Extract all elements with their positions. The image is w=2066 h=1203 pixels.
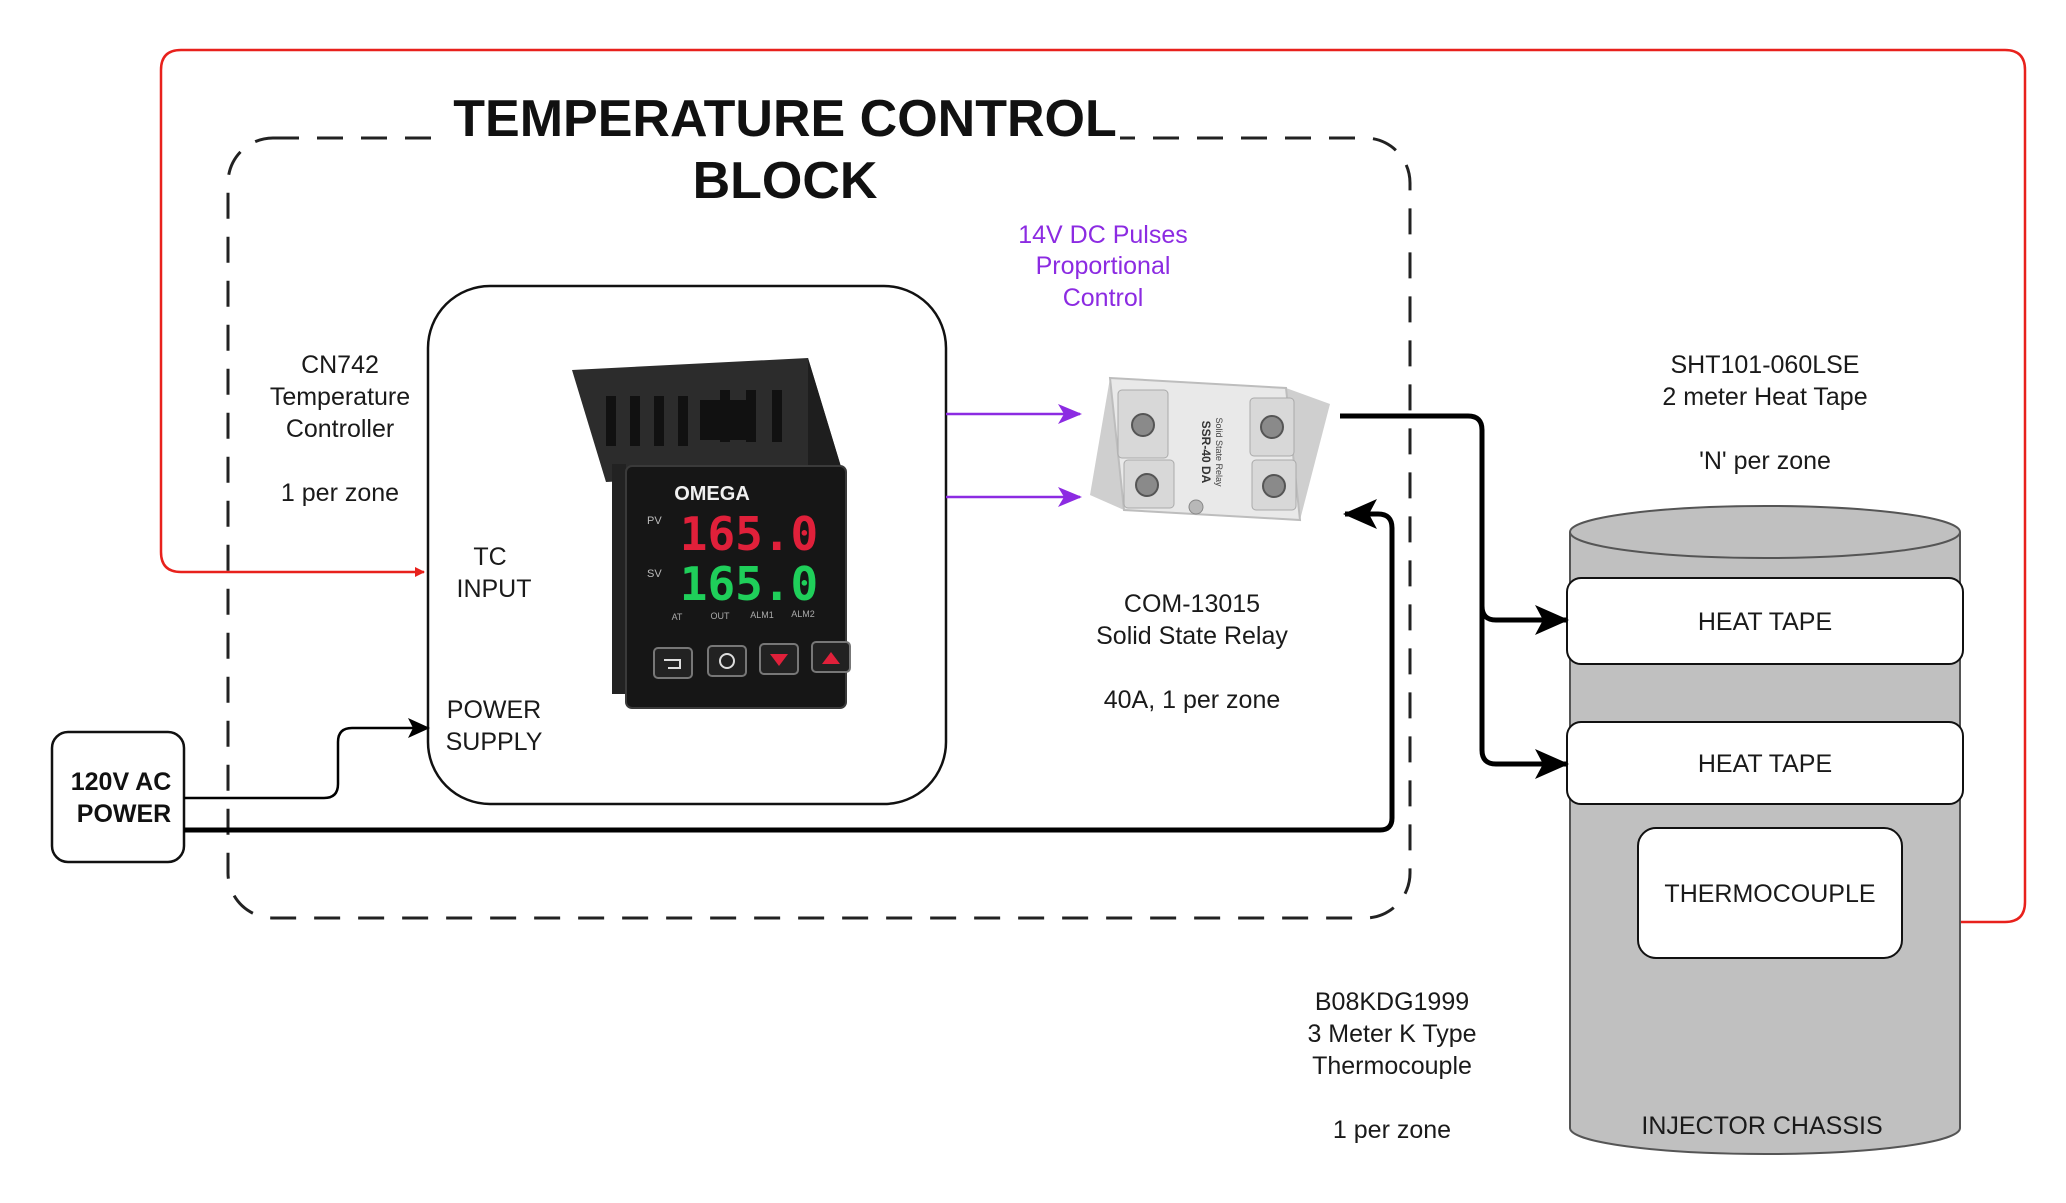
down-arrow-icon <box>770 654 788 666</box>
thermocouple-label: THERMOCOUPLE <box>1664 880 1875 908</box>
controller-model-label: CN742 <box>301 351 379 379</box>
block-title-line2: BLOCK <box>693 152 878 210</box>
controller-qty-label: 1 per zone <box>281 479 399 507</box>
thermocouple-qty-label: 1 per zone <box>1333 1116 1451 1144</box>
cycle-key-icon <box>719 653 735 669</box>
thermocouple-name2-label: Thermocouple <box>1312 1052 1472 1080</box>
power-source-label-1: 120V AC <box>71 768 172 796</box>
omega-controller-image: OMEGA PV SV 165.0 165.0 AT OUT ALM1 ALM2 <box>572 358 851 709</box>
thermocouple-box <box>1637 827 1903 959</box>
enter-key-button <box>653 647 693 679</box>
relay-led-icon <box>1188 499 1204 515</box>
relay-face-text: Solid State Relay <box>1214 417 1224 487</box>
heat-tape-label-2: HEAT TAPE <box>1698 750 1832 778</box>
omega-brand-text: OMEGA <box>674 483 750 505</box>
heat-tape-qty-label: 'N' per zone <box>1699 447 1831 475</box>
tc-input-label-1: TC <box>473 543 506 571</box>
solid-state-relay-image: Solid State Relay SSR-40 DA <box>1090 376 1330 522</box>
pv-label: PV <box>647 515 662 527</box>
indicator-at: AT <box>672 612 683 622</box>
power-supply-label-2: SUPPLY <box>446 728 543 756</box>
signal-label-line1: 14V DC Pulses <box>1018 221 1188 249</box>
cycle-key-button <box>707 645 747 677</box>
chassis-label: INJECTOR CHASSIS <box>1641 1112 1882 1140</box>
enter-key-icon <box>664 659 681 669</box>
pv-display: 165.0 <box>680 507 818 561</box>
power-supply-wire <box>184 718 430 800</box>
title-backdrop <box>440 88 1120 208</box>
heat-tape-name-label: 2 meter Heat Tape <box>1662 383 1867 411</box>
relay-to-heat-tape-wire-1 <box>1340 413 1569 635</box>
heat-tape-label-1: HEAT TAPE <box>1698 608 1832 636</box>
indicator-alm2: ALM2 <box>791 609 815 619</box>
relay-qty-label: 40A, 1 per zone <box>1104 686 1281 714</box>
relay-to-heat-tape-wire-2 <box>1479 600 1569 779</box>
thermocouple-feedback-wire <box>159 48 2027 924</box>
relay-name-label: Solid State Relay <box>1096 622 1288 650</box>
block-title-line1: TEMPERATURE CONTROL <box>453 90 1116 148</box>
controller-type-label: Temperature <box>270 383 410 411</box>
ac-line-to-relay-wire <box>184 499 1395 833</box>
up-arrow-icon <box>822 652 840 664</box>
thermocouple-name-label: 3 Meter K Type <box>1307 1020 1476 1048</box>
sv-display: 165.0 <box>680 557 818 611</box>
tc-input-label-2: INPUT <box>457 575 532 603</box>
relay-model-label: COM-13015 <box>1124 590 1260 618</box>
power-source-label-2: POWER <box>77 800 171 828</box>
controller-name-label: Controller <box>286 415 394 443</box>
power-supply-label-1: POWER <box>447 696 541 724</box>
heat-tape-model-label: SHT101-060LSE <box>1670 351 1859 379</box>
sv-label: SV <box>647 568 662 580</box>
relay-face-model: SSR-40 DA <box>1199 421 1213 484</box>
indicator-alm1: ALM1 <box>750 610 774 620</box>
signal-label-line2: Proportional <box>1036 252 1171 280</box>
power-source-box <box>50 730 186 864</box>
indicator-out: OUT <box>711 611 731 621</box>
thermocouple-model-label: B08KDG1999 <box>1315 988 1469 1016</box>
signal-label-line3: Control <box>1063 284 1144 312</box>
